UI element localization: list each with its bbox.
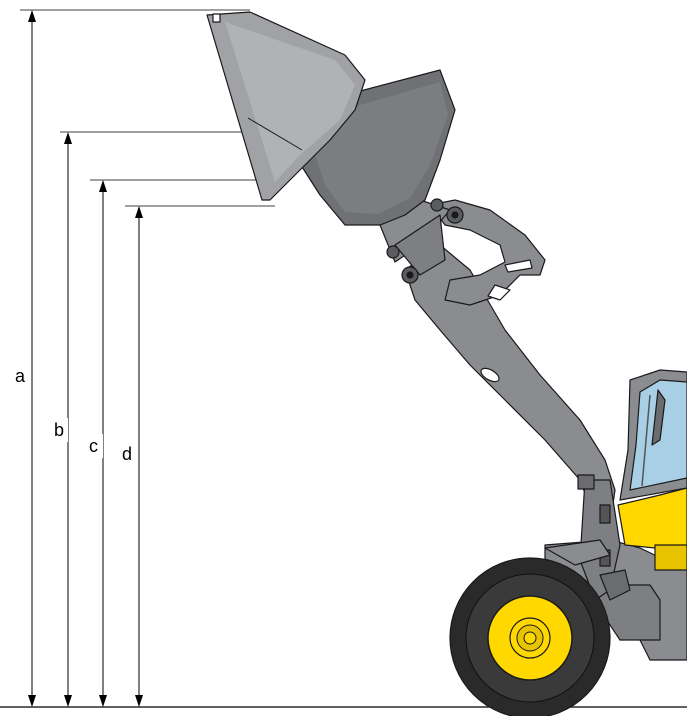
dimension-d (135, 206, 143, 707)
machine-body-yellow (617, 487, 687, 549)
tilt-linkage (429, 199, 546, 306)
dimension-label-b: b (54, 420, 64, 440)
dimension-label-d: d (122, 444, 132, 464)
dimension-label-a: a (15, 366, 26, 386)
wheel-icon (449, 557, 611, 716)
wheel-loader-illustration (206, 11, 687, 716)
dimension-a (28, 10, 36, 707)
dimension-label-c: c (89, 436, 98, 456)
